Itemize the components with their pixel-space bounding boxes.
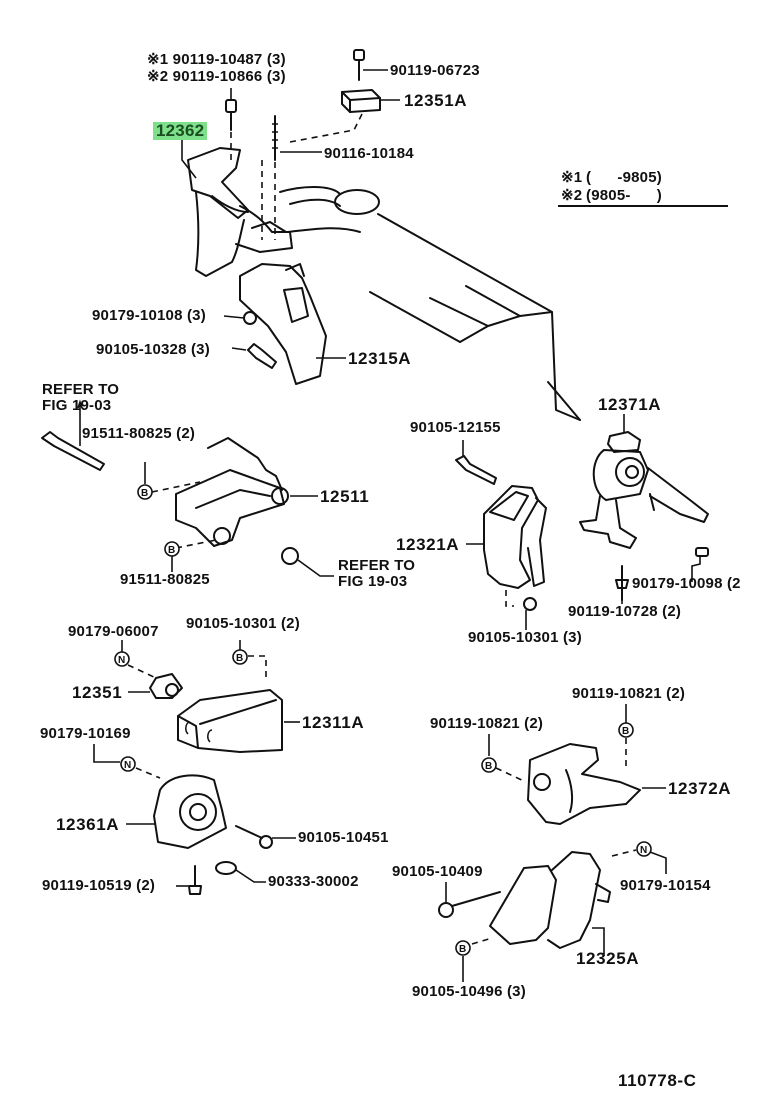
label-90119-10487[interactable]: ※1 90119-10487 (3) (147, 51, 286, 68)
label-90119-10519[interactable]: 90119-10519 (2) (42, 877, 156, 894)
part-12325A (489, 851, 611, 956)
part-12351A (289, 89, 400, 143)
label-12371A[interactable]: 12371A (598, 395, 662, 414)
svg-text:B: B (236, 653, 243, 664)
label-90116-10184[interactable]: 90116-10184 (324, 145, 414, 162)
label-90333-30002[interactable]: 90333-30002 (268, 873, 359, 890)
label-90179-10154[interactable]: 90179-10154 (620, 877, 711, 894)
bolt-90119-06723 (353, 49, 388, 81)
label-90105-12155[interactable]: 90105-12155 (410, 419, 501, 436)
label-12361A[interactable]: 12361A (56, 815, 120, 834)
engine-block-outline (279, 186, 581, 421)
svg-text:B: B (622, 726, 629, 737)
label-12321A[interactable]: 12321A (396, 535, 460, 554)
part-12351 (128, 673, 183, 699)
label-90105-10301-2[interactable]: 90105-10301 (2) (186, 615, 300, 632)
label-90119-10728[interactable]: 90119-10728 (2) (568, 603, 682, 620)
marker-bolt-2: B (164, 541, 180, 572)
label-12372A[interactable]: 12372A (668, 779, 732, 798)
svg-text:B: B (459, 944, 466, 955)
label-12351[interactable]: 12351 (72, 683, 123, 702)
label-90179-10098[interactable]: 90179-10098 (2 (632, 575, 741, 592)
part-12321A (466, 485, 547, 630)
bolt-90105-10328 (231, 343, 277, 369)
nut-90179-10098 (691, 547, 709, 582)
stud-90116-10184 (261, 115, 322, 240)
marker-bolt-90119-10821-a: B (481, 734, 527, 783)
label-12315A[interactable]: 12315A (348, 349, 412, 368)
svg-text:B: B (168, 545, 175, 556)
label-90119-10866[interactable]: ※2 90119-10866 (3) (147, 68, 286, 85)
svg-text:B: B (485, 761, 492, 772)
bolt-91511-80825-long (41, 399, 105, 471)
refer-note-2-line1: REFER TO (338, 557, 416, 574)
part-12511 (151, 437, 318, 549)
marker-bolt-90119-10821-b: B (618, 704, 634, 770)
bolt-90105-10451 (235, 825, 296, 849)
svg-text:B: B (141, 488, 148, 499)
marker-bolt-1: B (137, 462, 153, 500)
label-90179-06007[interactable]: 90179-06007 (68, 623, 159, 640)
label-90105-10451[interactable]: 90105-10451 (298, 829, 389, 846)
label-12362-highlighted[interactable]: 12362 (153, 122, 208, 140)
legend-item-2-range: (9805- ) (586, 187, 662, 204)
refer-note-1-line2[interactable]: FIG 19-03 (42, 397, 112, 414)
part-12372A (527, 743, 666, 825)
plug-refer-fig-19-03 (281, 547, 334, 577)
label-90179-10169[interactable]: 90179-10169 (40, 725, 131, 742)
marker-bolt-90105-10301-2: B (232, 640, 267, 680)
label-91511-80825[interactable]: 91511-80825 (120, 571, 210, 588)
refer-note-1-line1: REFER TO (42, 381, 120, 398)
label-12351A[interactable]: 12351A (404, 91, 468, 110)
part-12371A (579, 414, 709, 549)
svg-text:N: N (640, 845, 647, 856)
refer-note-2-line2[interactable]: FIG 19-03 (338, 573, 408, 590)
label-90119-06723[interactable]: 90119-06723 (390, 62, 480, 79)
marker-bolt-90105-10496: B (455, 937, 493, 982)
marker-nut-90179-10169: N (93, 744, 161, 779)
bolt-90119-10487 (225, 88, 237, 160)
bolt-90119-10728 (615, 565, 629, 604)
bolt-90119-10519 (176, 865, 202, 895)
marker-nut-90179-06007: N (114, 640, 157, 679)
bolt-90105-12155 (455, 440, 497, 485)
bolt-90105-10409 (438, 882, 501, 918)
label-90119-10821-b[interactable]: 90119-10821 (2) (572, 685, 686, 702)
label-90105-10328[interactable]: 90105-10328 (3) (96, 341, 210, 358)
part-12362 (181, 140, 293, 277)
label-90179-10108[interactable]: 90179-10108 (3) (92, 307, 206, 324)
part-12315A (239, 263, 346, 385)
label-90119-10821-a[interactable]: 90119-10821 (2) (430, 715, 544, 732)
label-90105-10409[interactable]: 90105-10409 (392, 863, 483, 880)
svg-text:N: N (118, 655, 125, 666)
marker-nut-90179-10154: N (611, 841, 667, 874)
legend-item-1-range: ( -9805) (586, 169, 662, 186)
legend-item-2-mark: ※2 (561, 187, 583, 204)
label-90105-10301-3[interactable]: 90105-10301 (3) (468, 629, 582, 646)
part-12311A (177, 689, 300, 753)
part-12361A (126, 774, 227, 849)
plate-90333-30002 (215, 861, 266, 883)
label-12511[interactable]: 12511 (320, 487, 370, 506)
label-91511-80825-2[interactable]: 91511-80825 (2) (82, 425, 196, 442)
label-90105-10496[interactable]: 90105-10496 (3) (412, 983, 526, 1000)
label-12311A[interactable]: 12311A (302, 713, 365, 732)
label-12325A[interactable]: 12325A (576, 949, 640, 968)
svg-text:N: N (124, 760, 131, 771)
figure-id: 110778-C (618, 1071, 697, 1090)
legend-item-1-mark: ※1 (561, 169, 583, 186)
nut-90179-10108 (223, 311, 257, 325)
